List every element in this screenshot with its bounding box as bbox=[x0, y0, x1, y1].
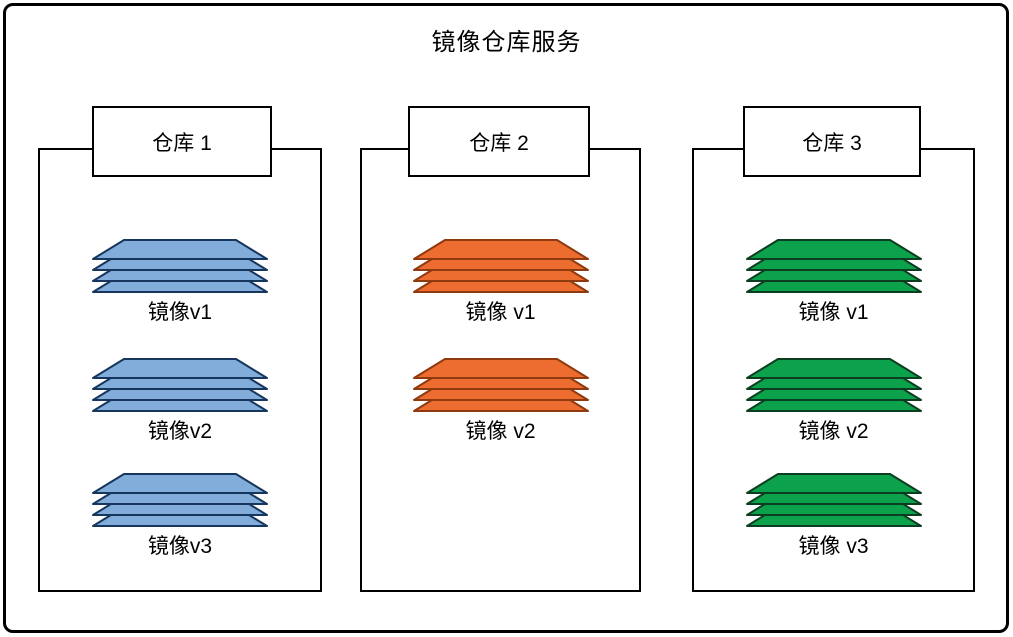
repository-title: 仓库 1 bbox=[152, 131, 212, 155]
image-stack: 镜像 v3 bbox=[739, 472, 929, 560]
image-stack: 镜像v3 bbox=[85, 472, 275, 560]
image-stack: 镜像 v1 bbox=[406, 238, 596, 326]
repository-label-1: 仓库 1 bbox=[92, 106, 272, 177]
image-layers-icon bbox=[92, 358, 268, 412]
repository-box-2: 镜像 v1 镜像 v2 bbox=[360, 148, 641, 592]
image-stack: 镜像v2 bbox=[85, 357, 275, 445]
image-layers-icon bbox=[745, 358, 922, 412]
image-version-label: 镜像 v1 bbox=[465, 301, 536, 324]
image-stack: 镜像 v2 bbox=[406, 357, 596, 445]
image-layers-icon bbox=[745, 239, 922, 293]
image-version-label: 镜像v3 bbox=[147, 535, 213, 558]
repository-box-1: 镜像v1 镜像v2 镜像v3 bbox=[38, 148, 322, 592]
repository-label-3: 仓库 3 bbox=[743, 106, 921, 177]
image-layers-icon bbox=[412, 239, 589, 293]
repository-title: 仓库 2 bbox=[469, 131, 529, 155]
image-stack: 镜像 v2 bbox=[739, 357, 929, 445]
repository-label-2: 仓库 2 bbox=[408, 106, 590, 177]
image-version-label: 镜像 v2 bbox=[465, 420, 536, 443]
image-stack: 镜像 v1 bbox=[739, 238, 929, 326]
image-version-label: 镜像 v1 bbox=[798, 301, 869, 324]
diagram-title: 镜像仓库服务 bbox=[431, 29, 582, 56]
image-stack: 镜像v1 bbox=[85, 238, 275, 326]
repository-title: 仓库 3 bbox=[802, 131, 862, 155]
image-version-label: 镜像 v2 bbox=[798, 420, 869, 443]
image-layers-icon bbox=[92, 239, 268, 293]
image-layers-icon bbox=[92, 473, 268, 527]
image-layers-icon bbox=[412, 358, 589, 412]
image-version-label: 镜像v1 bbox=[147, 301, 213, 324]
image-layers-icon bbox=[745, 473, 922, 527]
image-version-label: 镜像v2 bbox=[147, 420, 213, 443]
repository-box-3: 镜像 v1 镜像 v2 镜像 v3 bbox=[692, 148, 975, 592]
image-version-label: 镜像 v3 bbox=[798, 535, 869, 558]
